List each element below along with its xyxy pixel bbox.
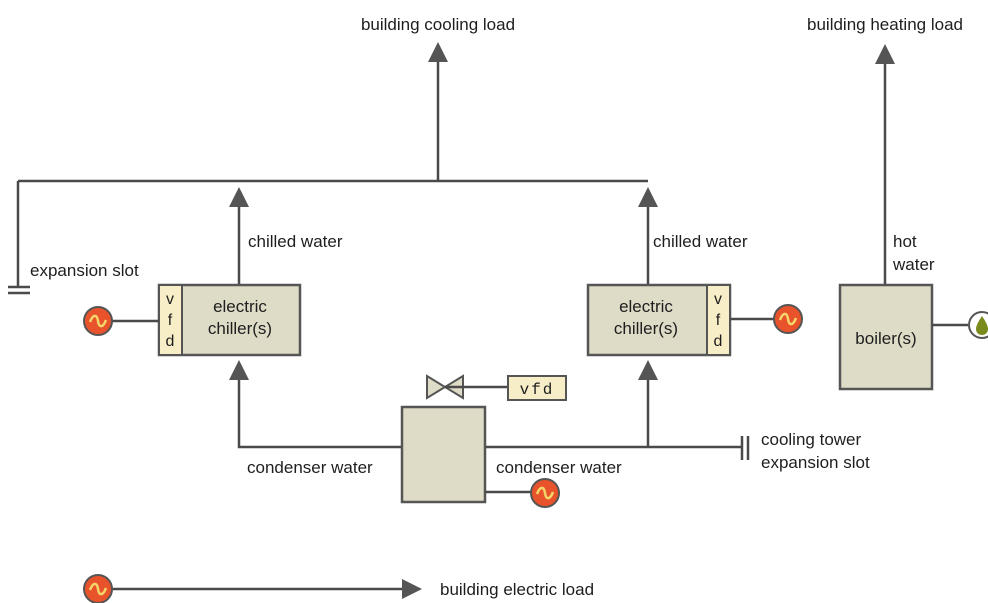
building-electric-load-label: building electric load [440,580,594,599]
vfd-right: v f d [706,284,731,356]
condenser-water-right-label: condenser water [496,458,622,477]
electric-source-icon [530,478,560,508]
fuel-source [932,311,988,339]
chiller-left-label-line1: electric [213,297,267,316]
cooling-tower-label-line2: expansion slot [761,453,870,472]
hot-water-label-line2: water [892,255,935,274]
valve-icon [426,374,508,400]
chiller-left-label-line2: chiller(s) [208,319,272,338]
vfd-pump: vfd [507,375,567,401]
chilled-water-left-label: chilled water [248,232,343,251]
chilled-water-right-label: chilled water [653,232,748,251]
electric-source-icon [773,304,803,334]
vfd-right-letter-f: f [716,312,721,329]
building-heating-load-label: building heating load [807,15,963,34]
electric-load-line [83,574,422,603]
chilled-water-supply-left [229,187,249,285]
cooling-tower-label-line1: cooling tower [761,430,862,449]
vfd-right-letter-d: d [714,333,723,350]
chilled-water-header [8,179,648,295]
condenser-pump-box [400,405,487,504]
cooling-load-riser [428,42,448,181]
vfd-left-letter-v: v [166,291,174,308]
vfd-left: v f d [158,284,183,356]
chiller-right-label-line1: electric [619,297,673,316]
boiler [838,283,934,391]
fuel-drop-icon [968,311,988,339]
vfd-left-letter-d: d [166,333,175,350]
electric-source-icon [83,574,113,603]
condenser-water-right [485,360,750,460]
vfd-pump-label: vfd [520,381,555,399]
heating-load-riser [875,44,895,285]
electric-source-left [83,306,159,336]
electric-source-pump [485,478,560,508]
chiller-right-label-line2: chiller(s) [614,319,678,338]
condenser-water-left [229,360,402,449]
expansion-slot-label: expansion slot [30,261,139,280]
vfd-left-letter-f: f [168,312,173,329]
electric-source-right [730,304,803,334]
building-cooling-load-label: building cooling load [361,15,515,34]
electric-source-icon [83,306,113,336]
vfd-right-letter-v: v [714,291,722,308]
boiler-label: boiler(s) [855,329,916,348]
hot-water-label-line1: hot [893,232,917,251]
chilled-water-supply-right [638,187,658,285]
condenser-water-left-label: condenser water [247,458,373,477]
